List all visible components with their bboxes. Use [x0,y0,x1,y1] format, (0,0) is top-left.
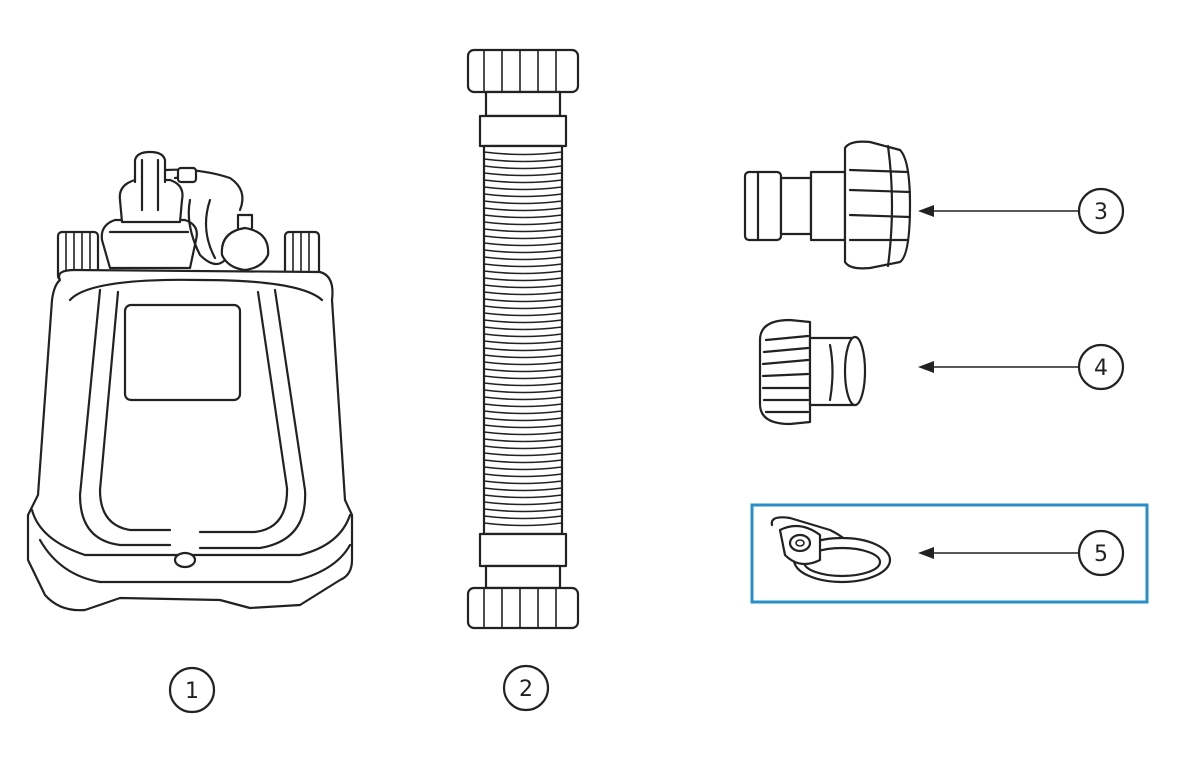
part-number-5-label: 5 [1094,542,1108,567]
hose-rib [483,333,563,338]
hose-rib [483,151,563,156]
part-number-1: 1 [168,666,216,714]
part-number-5: 5 [1077,529,1125,577]
corrugated-hose-icon [466,48,580,630]
hose-rib [483,284,563,289]
callout-arrow-5 [918,547,1079,559]
hose-rib [483,487,563,492]
hose-rib [483,207,563,212]
hose-rib [483,494,563,499]
hose-rib [483,319,563,324]
part-number-4: 4 [1077,343,1125,391]
hose-rib [483,221,563,226]
hose-ribs [483,151,563,527]
hose-rib [483,249,563,254]
callout-arrow-3 [918,205,1079,217]
hose-rib [483,298,563,303]
hose-rib [483,326,563,331]
hose-rib [483,424,563,429]
hose-rib [483,340,563,345]
hose-rib [483,396,563,401]
hose-rib [483,389,563,394]
hose-rib [483,186,563,191]
hose-rib [483,361,563,366]
hose-rib [483,235,563,240]
hose-rib [483,459,563,464]
hose-rib [483,214,563,219]
part-number-3: 3 [1077,187,1125,235]
part-5-highlight-box [750,503,1149,604]
part-number-2: 2 [502,664,550,712]
hose-rib [483,193,563,198]
hose-rib [483,312,563,317]
hose-rib [483,403,563,408]
part-number-3-label: 3 [1094,200,1108,225]
hose-rib [483,305,563,310]
hose-rib [483,354,563,359]
hose-rib [483,172,563,177]
pump-unit-icon [26,150,354,612]
part-number-2-label: 2 [519,677,533,702]
hose-rib [483,382,563,387]
part-number-4-label: 4 [1094,356,1108,381]
part-number-1-label: 1 [185,679,199,704]
hose-rib [483,501,563,506]
hose-rib [483,263,563,268]
hose-adapter-with-nut-icon [743,140,912,270]
hose-rib [483,200,563,205]
hose-clamp-icon [770,516,892,584]
hose-rib [483,165,563,170]
hose-rib [483,270,563,275]
hose-rib [483,158,563,163]
callout-arrow-4 [918,361,1079,373]
hose-rib [483,515,563,520]
hose-rib [483,438,563,443]
threaded-adapter-icon [758,318,867,426]
hose-rib [483,375,563,380]
hose-rib [483,466,563,471]
hose-rib [483,228,563,233]
hose-rib [483,347,563,352]
hose-rib [483,256,563,261]
hose-rib [483,179,563,184]
hose-rib [483,522,563,527]
hose-rib [483,417,563,422]
hose-rib [483,508,563,513]
hose-rib [483,452,563,457]
hose-rib [483,410,563,415]
hose-rib [483,480,563,485]
hose-rib [483,291,563,296]
hose-rib [483,277,563,282]
hose-rib [483,368,563,373]
hose-rib [483,445,563,450]
hose-rib [483,473,563,478]
hose-rib [483,242,563,247]
hose-rib [483,431,563,436]
